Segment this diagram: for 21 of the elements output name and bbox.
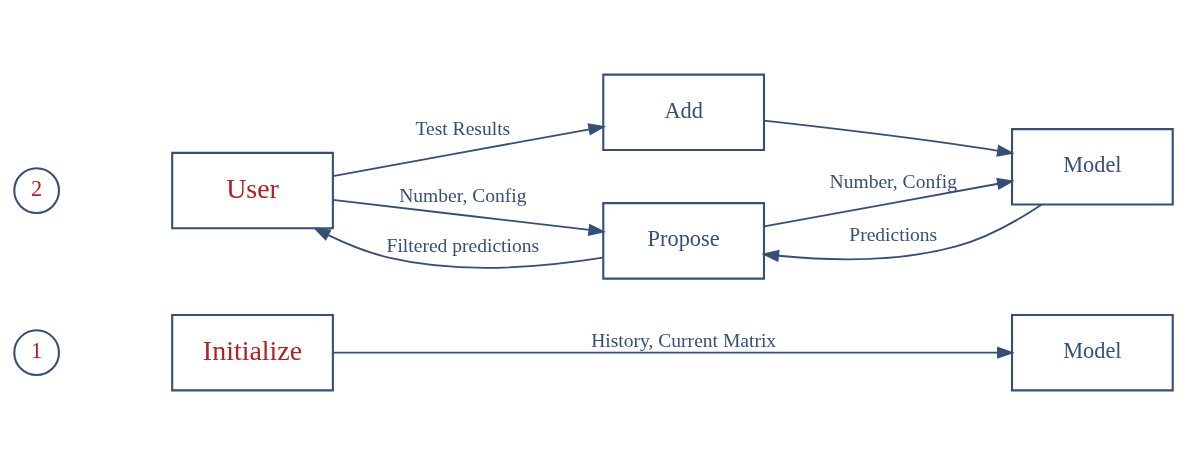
arrow (763, 119, 1015, 157)
edge-label: Number, Config (399, 184, 527, 206)
node-circle: 2 (13, 166, 61, 214)
arrow (332, 198, 606, 236)
node-circle: 1 (13, 328, 61, 376)
edge-label: Number, Config (829, 170, 957, 192)
edge-label: Filtered predictions (386, 234, 540, 256)
arrow (332, 346, 1015, 359)
arrow (763, 177, 1015, 227)
node-box: Add (602, 73, 766, 151)
edge-label: History, Current Matrix (591, 329, 777, 351)
node-box: Initialize (171, 313, 334, 391)
node-box: Model (1011, 313, 1174, 391)
edge-label: Test Results (415, 117, 511, 139)
arrow (761, 203, 1043, 262)
arrow (313, 226, 604, 269)
arrow (332, 122, 606, 177)
edge-label: Predictions (849, 223, 938, 245)
node-box: Propose (602, 201, 766, 280)
node-box: Model (1011, 127, 1174, 206)
node-box: User (171, 151, 334, 229)
